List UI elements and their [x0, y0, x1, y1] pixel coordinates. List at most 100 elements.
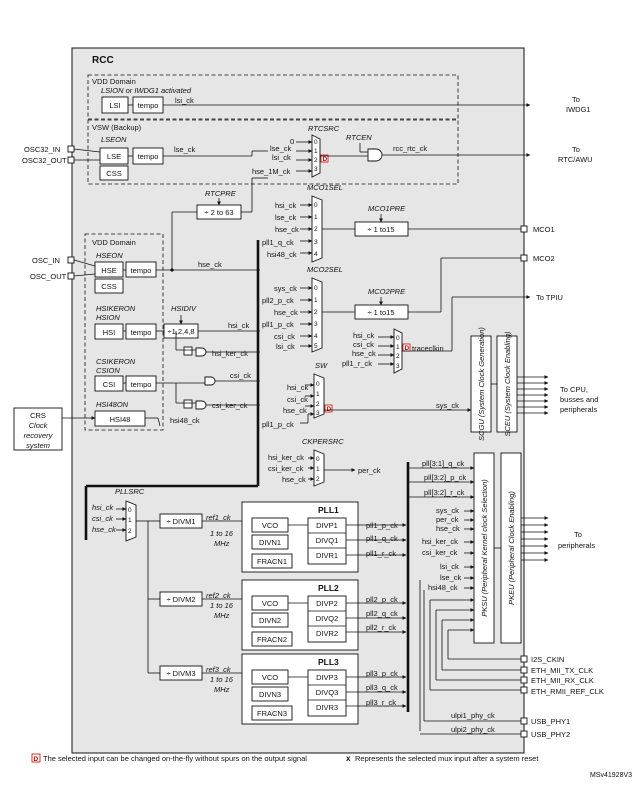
- crs-label-3: recovery: [24, 431, 54, 440]
- mco2-div-label: ÷ 1 to15: [367, 308, 394, 317]
- svg-text:2: 2: [316, 401, 320, 408]
- fracn3-block: [251, 705, 293, 721]
- tempo-hsi-label: tempo: [131, 328, 152, 337]
- sw-csi-ck: csi_ck: [287, 395, 308, 404]
- css-hse-block: [94, 278, 124, 294]
- mco2pre-label: MCO2PRE: [368, 287, 406, 296]
- vco1-label: VCO: [262, 521, 278, 530]
- legend-d-text: The selected input can be changed on-the…: [43, 754, 307, 763]
- fracn1-label: FRACN1: [257, 557, 287, 566]
- rtc-lse-ck: lse_ck: [270, 144, 292, 153]
- lsi-label: LSI: [109, 101, 120, 110]
- vdd-domain-top: [87, 74, 459, 120]
- svg-text:D: D: [323, 156, 328, 163]
- mco1-pin-label: MCO1: [533, 225, 555, 234]
- divr1-label: DIVR1: [316, 551, 338, 560]
- traceclkin-mux: [393, 328, 403, 374]
- pll2-div-stack: [307, 595, 347, 643]
- divn1-block: [251, 534, 289, 550]
- rcc-title: RCC: [92, 55, 114, 66]
- mco2-sys-ck: sys_ck: [274, 284, 297, 293]
- per-ck-signal: per_ck: [358, 466, 381, 475]
- legend-d-mark: D: [34, 756, 39, 763]
- pll-hse-ck: hse_ck: [92, 525, 117, 534]
- usb-phy2-label: USB_PHY2: [531, 730, 570, 739]
- legend-x-text: Represents the selected mux input after …: [355, 754, 539, 763]
- pll2-r-out: pll2_r_ck: [366, 623, 396, 632]
- rcc-rtc-ck-signal: rcc_rtc_ck: [393, 144, 427, 153]
- ulpi1-label: ulpi1_phy_ck: [451, 711, 495, 720]
- bus-pll-q: pll[3:1]_q_ck: [422, 459, 464, 468]
- traceclkin-label: traceclkin: [412, 344, 444, 353]
- svg-text:2: 2: [314, 157, 318, 164]
- pk-per-ck: per_ck: [436, 515, 459, 524]
- svg-text:D: D: [327, 406, 332, 413]
- tempo-hse-label: tempo: [131, 266, 152, 275]
- pll2-label: PLL2: [318, 583, 339, 593]
- ckpersrc-mux: [313, 449, 325, 487]
- osc32-in-label: OSC32_IN: [24, 145, 60, 154]
- divn2-label: DIVN2: [259, 616, 281, 625]
- pll1-q-out: pll1_q_ck: [366, 534, 398, 543]
- per-hse-ck: hse_ck: [282, 475, 306, 484]
- sceu-label: SCEU (System Clock Enabling): [503, 331, 512, 437]
- vco3-label: VCO: [262, 673, 278, 682]
- pll1-label: PLL1: [318, 505, 339, 515]
- to-cpu-1: To CPU,: [560, 385, 588, 394]
- hsi-label: HSI: [103, 328, 116, 337]
- hsi-block: [94, 323, 124, 340]
- legend-d-box: [31, 753, 41, 763]
- trace-hse-ck: hse_ck: [352, 349, 376, 358]
- range-1: 1 to 16: [210, 529, 234, 538]
- pll2-q-out: pll2_q_ck: [366, 609, 398, 618]
- mco2-csi-ck: csi_ck: [274, 332, 295, 341]
- mco2-pll1-p-ck: pll1_p_ck: [262, 320, 294, 329]
- csi-block: [94, 375, 124, 392]
- mco1-hse-ck: hse_ck: [275, 225, 299, 234]
- usb-phy1-label: USB_PHY1: [531, 717, 570, 726]
- sw-mux: [313, 373, 325, 419]
- ref3-ck: ref3_ck: [206, 665, 232, 674]
- csi-ker-ck-signal-1: csi_ker_ck: [212, 401, 248, 410]
- tempo-csi-label: tempo: [131, 380, 152, 389]
- legend-x-mark: x: [346, 754, 351, 763]
- mhz-1: MHz: [214, 539, 230, 548]
- tempo-hsi-block: [125, 323, 157, 340]
- mhz-2: MHz: [214, 611, 230, 620]
- csi-ker-and-gate: [195, 400, 207, 410]
- hsion-label: HSION: [96, 313, 120, 322]
- rtc-lsi-ck: lsi_ck: [272, 153, 291, 162]
- svg-text:4: 4: [314, 333, 318, 340]
- mco1-pll1-q-ck: pll1_q_ck: [262, 238, 294, 247]
- to-per-2: peripherals: [558, 541, 595, 550]
- fracn1-block: [251, 553, 293, 569]
- hse-block: [94, 261, 124, 278]
- divq3-label: DIVQ3: [316, 688, 339, 697]
- hsi48-ck-signal: hsi48_ck: [170, 416, 200, 425]
- lsi-condition-label: LSION or IWDG1 activated: [101, 86, 192, 95]
- osc-out-label: OSC_OUT: [30, 272, 67, 281]
- vsw-label: VSW (Backup): [92, 123, 142, 132]
- scgu-label: SCGU (System Clock Generation): [477, 327, 486, 441]
- crs-block: [13, 407, 63, 451]
- lsi-ck-signal: lsi_ck: [175, 96, 194, 105]
- pll-csi-ck: csi_ck: [92, 514, 114, 523]
- css-hse-label: CSS: [101, 282, 116, 291]
- divm2-label: ÷ DIVM2: [166, 595, 195, 604]
- csi-ck-signal-1: csi_ck: [230, 371, 251, 380]
- hsidiv-label: HSIDIV: [171, 304, 197, 313]
- hsi-ker-and-gate: [195, 347, 207, 357]
- bus-pll-p: pll[3:2]_p_ck: [424, 473, 466, 482]
- vdd-domain-left: [84, 233, 164, 431]
- rtcpre-label: RTCPRE: [205, 189, 237, 198]
- to-iwdg-1: To: [572, 95, 580, 104]
- ref2-ck: ref2_ck: [206, 591, 232, 600]
- csi-and-gate: [204, 376, 216, 386]
- rtcsrc-label: RTCSRC: [308, 124, 340, 133]
- svg-text:0: 0: [314, 202, 318, 209]
- mco2-lsi-ck: lsi_ck: [276, 342, 295, 351]
- mco1-div-label: ÷ 1 to15: [367, 225, 394, 234]
- lse-ck-signal: lse_ck: [174, 145, 196, 154]
- ref1-ck: ref1_ck: [206, 513, 232, 522]
